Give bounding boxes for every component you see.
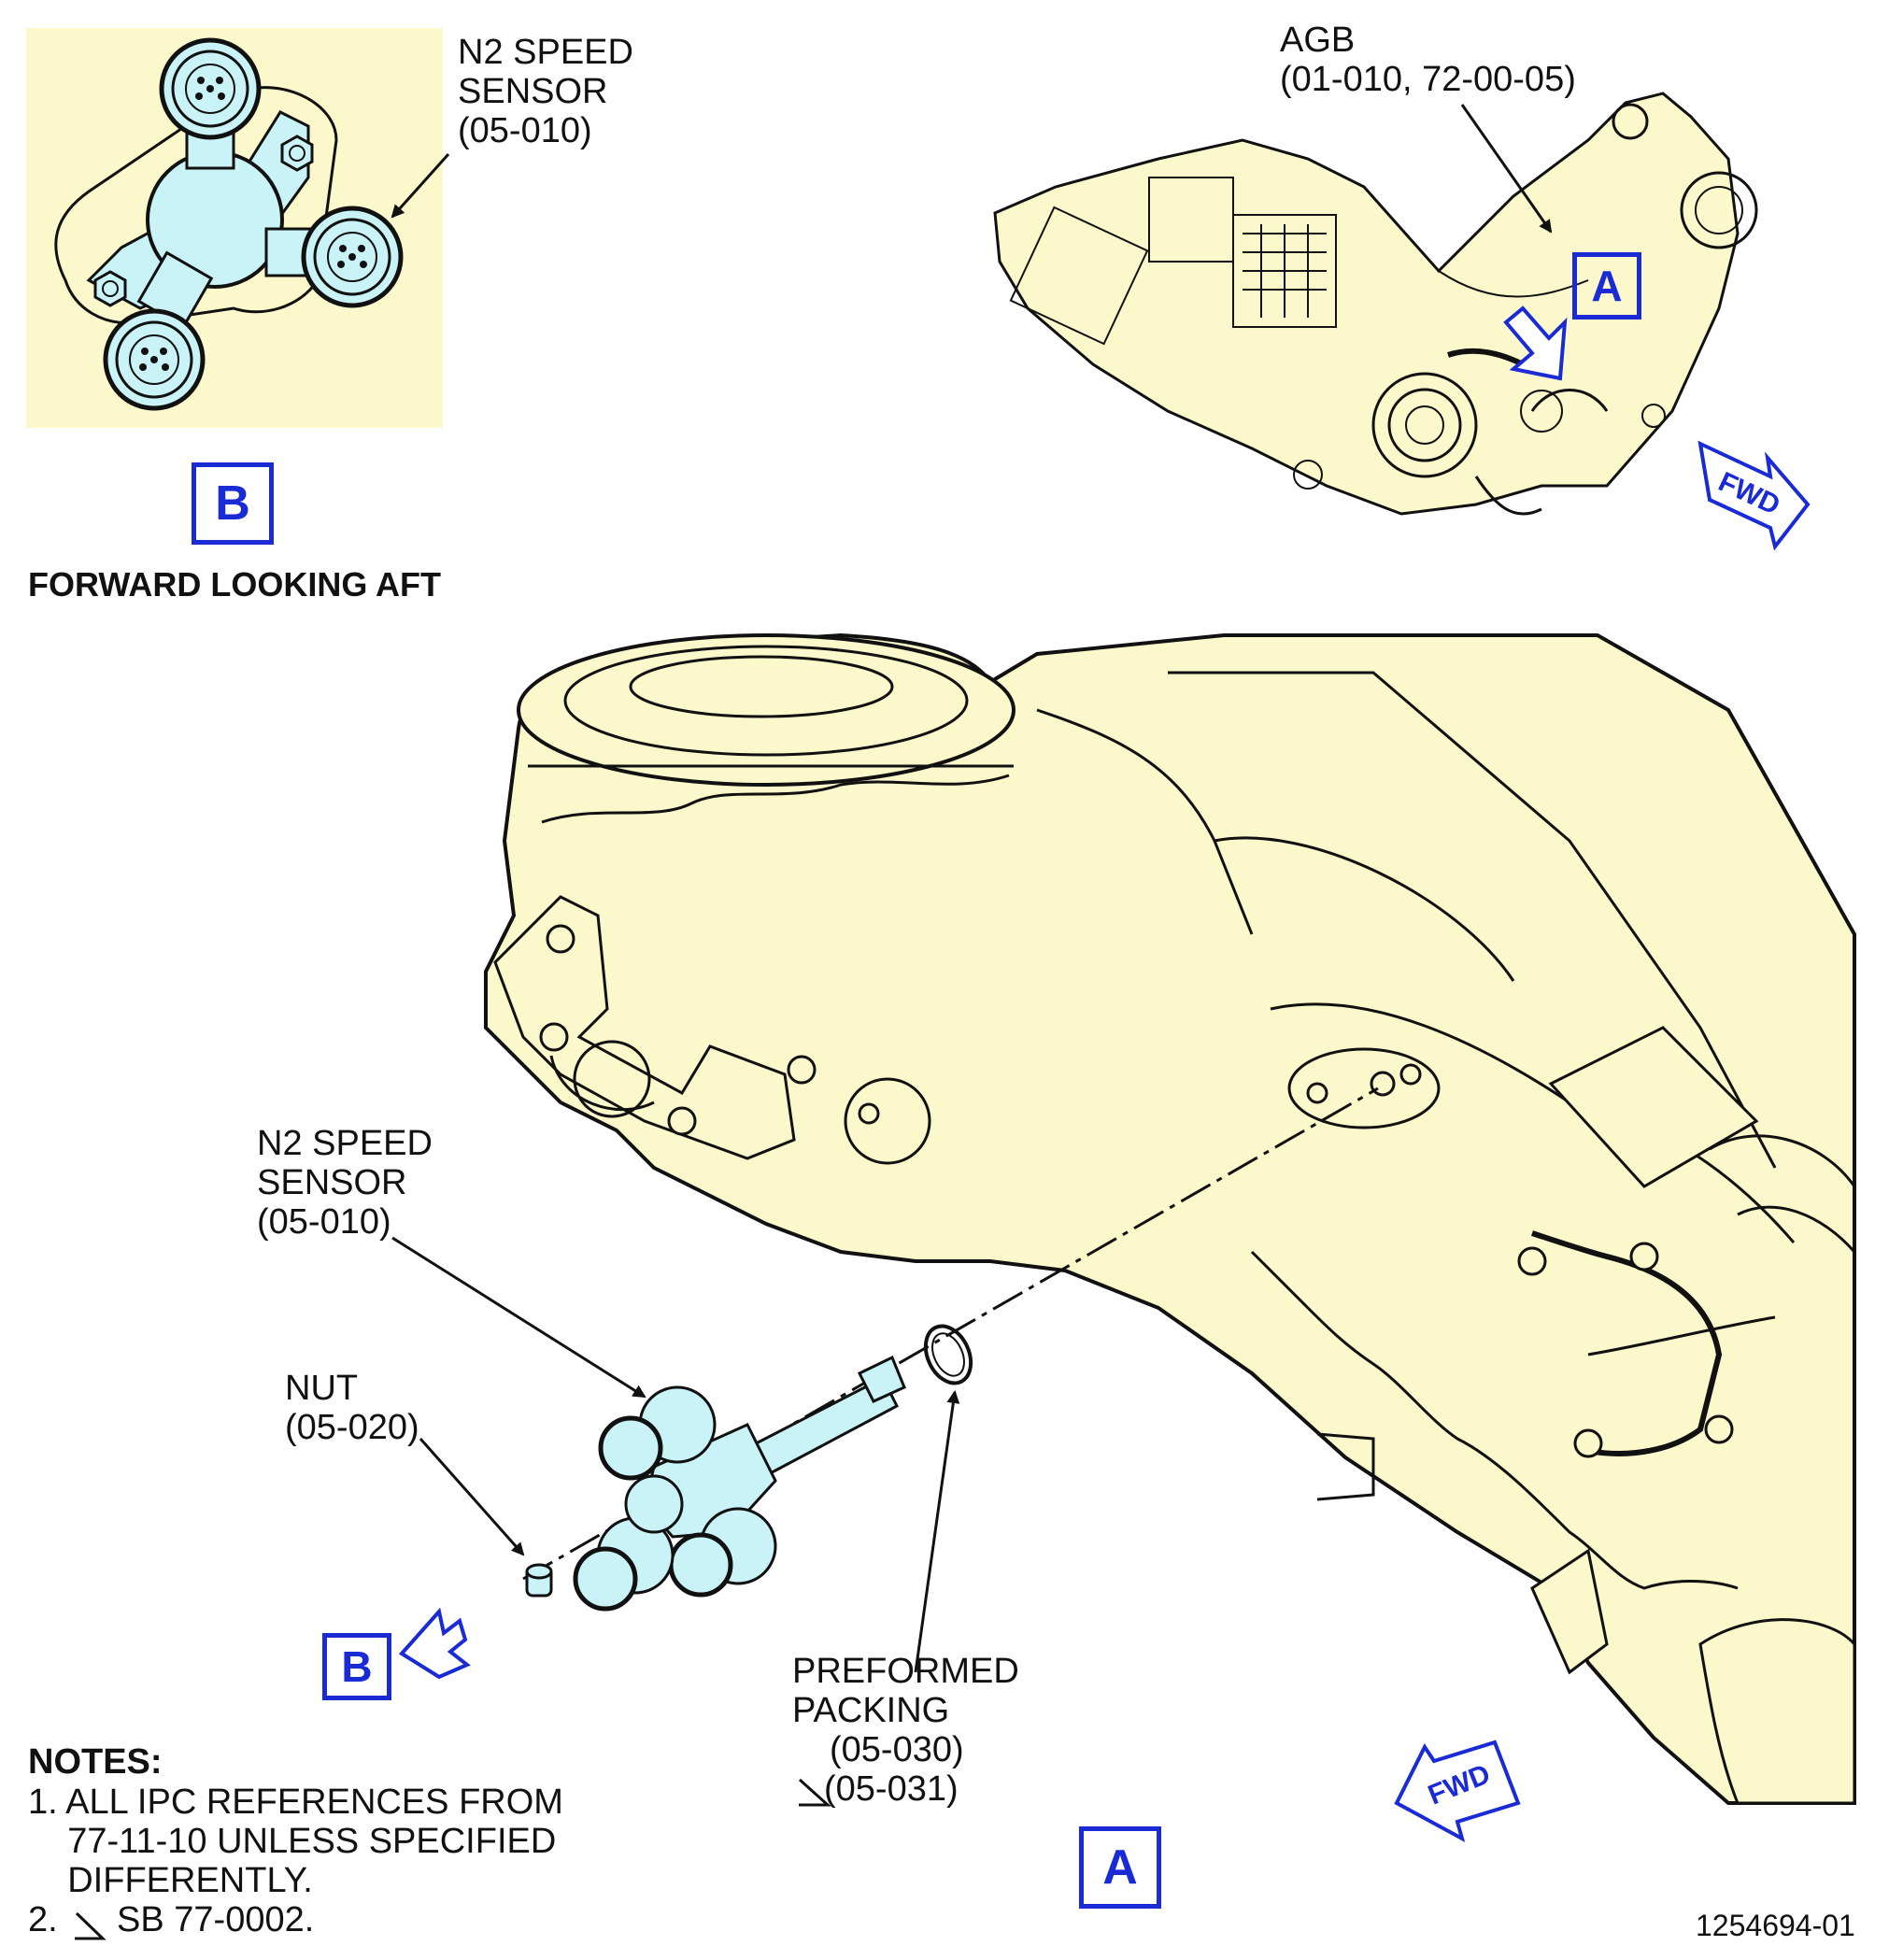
- notes-line-2: 77-11-10 UNLESS SPECIFIED: [28, 1822, 557, 1861]
- main-sensor-label-1: N2 SPEED: [257, 1124, 433, 1163]
- nut-label-1: NUT: [285, 1369, 359, 1408]
- view-a-box: A: [1079, 1826, 1161, 1909]
- fwd-arrow-top: [1697, 440, 1811, 551]
- main-sensor-label-2: SENSOR: [257, 1163, 407, 1202]
- main-view-drawing: [75, 632, 1856, 1940]
- detail-b-panel: [26, 28, 450, 428]
- main-nut-part: [525, 1563, 553, 1598]
- connector-right: [301, 206, 404, 308]
- agb-label-1: AGB: [1280, 21, 1356, 60]
- notes-line-1: 1. ALL IPC REFERENCES FROM: [28, 1782, 563, 1822]
- figure-id: 1254694-01: [1696, 1909, 1855, 1942]
- view-a-ref-box: A: [1572, 252, 1641, 320]
- view-b-box: B: [192, 462, 274, 545]
- notes-line-4: 2. SB 77-0002.: [28, 1900, 315, 1939]
- agb-label-2: (01-010, 72-00-05): [1280, 60, 1576, 99]
- nut-label-2: (05-020): [285, 1408, 419, 1447]
- packing-label-1: PREFORMED: [792, 1652, 1019, 1691]
- notes-heading: NOTES:: [28, 1742, 163, 1782]
- connector-bottom: [103, 308, 206, 411]
- packing-label-2: PACKING: [792, 1691, 950, 1730]
- notes-line-3: DIFFERENTLY.: [28, 1861, 313, 1900]
- view-b-caption: FORWARD LOOKING AFT: [28, 565, 441, 604]
- connector-top: [159, 37, 262, 140]
- detail-sensor-label-2: SENSOR: [458, 72, 608, 111]
- packing-label-4: (05-031): [824, 1769, 959, 1809]
- detail-sensor-label-1: N2 SPEED: [458, 33, 633, 72]
- main-sensor-part: [573, 1355, 906, 1612]
- flange-bolts: [93, 135, 314, 307]
- agb-overview-drawing: [993, 92, 1811, 551]
- packing-label-3: (05-030): [830, 1730, 964, 1769]
- detail-sensor-label-3: (05-010): [458, 111, 592, 150]
- view-b-ref-box: B: [322, 1633, 391, 1700]
- main-sensor-label-3: (05-010): [257, 1202, 391, 1242]
- main-packing-part: [923, 1324, 973, 1385]
- fwd-arrow-bottom: [1394, 1740, 1521, 1843]
